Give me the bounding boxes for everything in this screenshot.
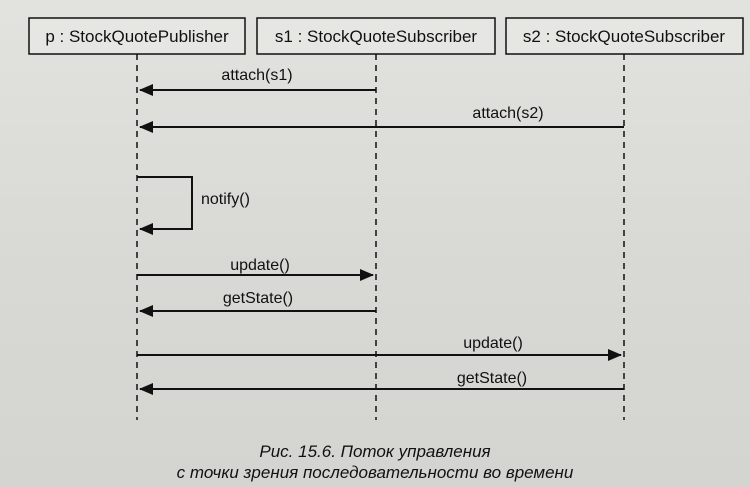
message-label: update() [463, 335, 523, 352]
message-update-s1: update() [137, 257, 374, 281]
message-getstate-s1: getState() [139, 290, 376, 317]
figure-caption: Рис. 15.6. Поток управления с точки зрен… [0, 441, 750, 483]
object-p-label: p : StockQuotePublisher [45, 27, 229, 46]
object-s2-label: s2 : StockQuoteSubscriber [523, 27, 726, 46]
message-label: getState() [457, 370, 527, 387]
object-s1: s1 : StockQuoteSubscriber [256, 17, 496, 55]
message-getstate-s2: getState() [139, 370, 624, 395]
object-s2: s2 : StockQuoteSubscriber [505, 17, 744, 55]
object-s1-label: s1 : StockQuoteSubscriber [275, 27, 478, 46]
caption-line-2: с точки зрения последовательности во вре… [176, 463, 574, 482]
message-attach-s2: attach(s2) [139, 105, 624, 133]
message-notify: notify() [137, 176, 250, 235]
message-label: notify() [201, 191, 250, 208]
message-label: attach(s1) [221, 67, 292, 84]
self-call-arrow [137, 176, 193, 235]
object-p: p : StockQuotePublisher [28, 17, 246, 55]
message-update-s2: update() [137, 335, 622, 361]
message-attach-s1: attach(s1) [139, 67, 376, 96]
message-label: update() [230, 257, 290, 274]
message-label: getState() [223, 290, 293, 307]
caption-line-1: Рис. 15.6. Поток управления [259, 442, 491, 461]
message-label: attach(s2) [472, 105, 543, 122]
